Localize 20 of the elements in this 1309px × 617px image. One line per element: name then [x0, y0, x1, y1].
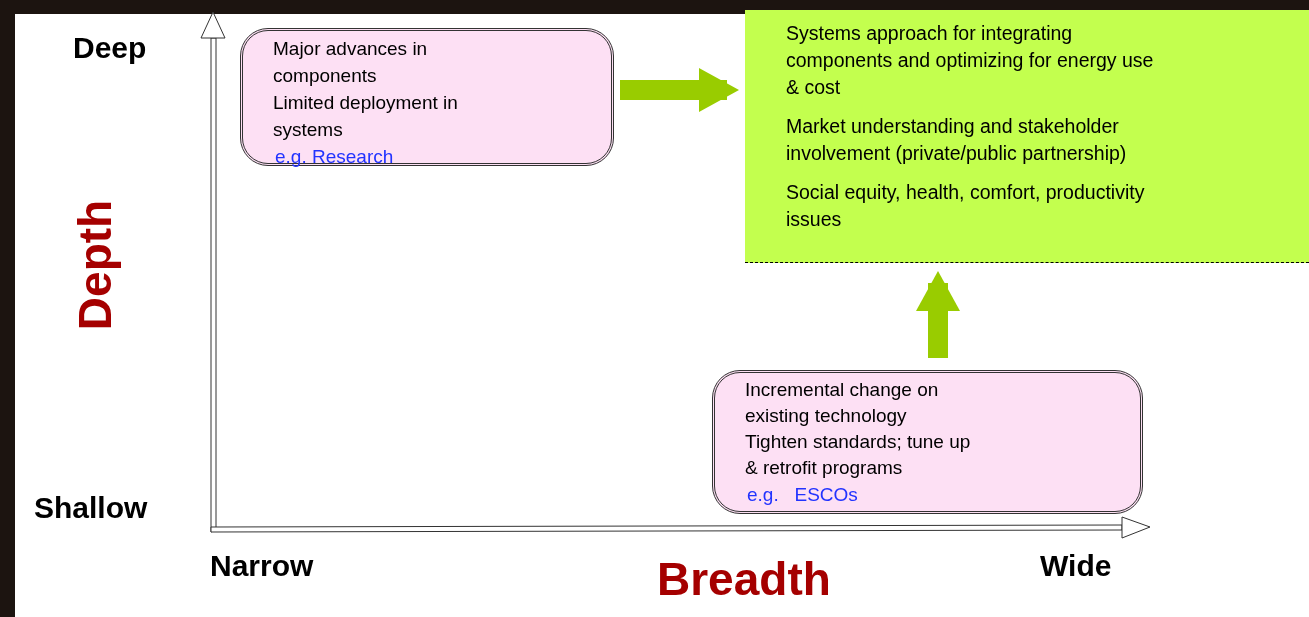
description-text: Social equity, health, comfort, productivity issues [786, 180, 1146, 232]
outcome-box [745, 10, 1309, 263]
axis-label: Deep [73, 33, 147, 63]
description-text: Limited deployment in systems [273, 91, 459, 142]
block-arrow [916, 271, 960, 358]
description-text: Major advances in components [273, 37, 429, 88]
description-text: Systems approach for integrating components and optimizing for energy use & cost [786, 21, 1155, 100]
block-arrow [620, 68, 739, 112]
example-text: e.g. Research [274, 145, 395, 169]
axis-label: Wide [1040, 551, 1112, 581]
axis-title: Breadth [657, 556, 831, 602]
axis-label: Narrow [210, 551, 314, 581]
description-text: Tighten standards; tune up & retrofit programs [745, 430, 972, 480]
approach-box [240, 28, 614, 166]
axis-label: Shallow [34, 493, 148, 523]
description-text: Market understanding and stakeholder involvement (private/public partnership) [786, 114, 1128, 166]
approach-box [712, 370, 1143, 514]
example-text: e.g. ESCOs [746, 483, 859, 507]
description-text: Incremental change on existing technology [745, 378, 940, 428]
axis-title: Depth [72, 199, 119, 331]
